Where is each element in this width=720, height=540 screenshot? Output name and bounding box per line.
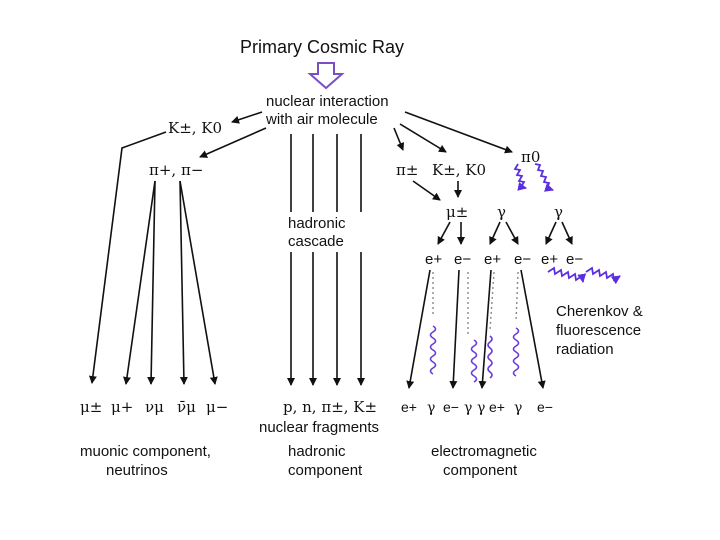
arrow-pion-to-muon [412, 180, 441, 201]
arrow-eplus2-down [478, 269, 492, 389]
bottom-em-eplus-1: e+ [401, 399, 417, 415]
arrow-eminus2-down [520, 269, 546, 389]
bottom-muon-pm: μ± [80, 398, 102, 416]
label-kaons-mid: K±, K0 [432, 161, 486, 179]
bottom-em-eminus-1: e− [443, 399, 459, 415]
dotted-eminus2 [515, 271, 519, 323]
bottom-muon-plus: μ+ [111, 398, 133, 416]
wave-em-2 [470, 339, 478, 383]
arrow-eminus1-down [449, 269, 460, 389]
cherenkov-line-3: radiation [556, 341, 614, 358]
arrow-pion-to-muon-minus [179, 180, 218, 385]
wave-em-4 [512, 327, 520, 377]
interaction-line-2: with air molecule [265, 111, 378, 128]
arrow-pion-to-neutrino [147, 180, 156, 385]
primary-arrow-icon [307, 62, 345, 90]
label-eplus-2: e+ [484, 251, 501, 268]
wave-cherenkov-1 [547, 266, 587, 283]
hadronic-component-line-1: hadronic [288, 443, 346, 460]
bottom-hadrons: p, n, π±, K± [283, 398, 377, 416]
wave-pion0-to-gamma-left [513, 163, 527, 191]
wave-em-1 [429, 325, 437, 375]
bottom-em-gamma-4: γ [514, 400, 522, 416]
bottom-muon-minus: μ− [206, 398, 228, 416]
arrow-pion-to-antineutrino [179, 180, 188, 385]
arrow-gamma2-to-eplus [545, 221, 557, 245]
arrow-kaon-to-muon [88, 131, 167, 384]
hadronic-component-line-0: nuclear fragments [259, 419, 379, 436]
label-gamma-right: γ [554, 203, 563, 221]
wave-cherenkov-2 [585, 266, 621, 285]
label-kaons-left: K±, K0 [168, 119, 222, 137]
label-pion-neutral: π0 [521, 148, 540, 166]
em-component-line-2: component [443, 462, 518, 479]
label-eplus-3: e+ [541, 251, 558, 268]
arrow-pion-to-muon-plus [123, 180, 156, 385]
cherenkov-line-2: fluorescence [556, 322, 641, 339]
arrow-gamma-to-eplus [489, 221, 501, 245]
muonic-component-line-1: muonic component, [80, 443, 211, 460]
hadronic-cascade-line-1: hadronic [288, 215, 346, 232]
label-muon-mid: μ± [446, 203, 468, 221]
bottom-em-eplus-2: e+ [489, 399, 505, 415]
interaction-line-1: nuclear interaction [266, 93, 389, 110]
wave-pion0-to-gamma-right [534, 163, 554, 192]
label-pion-charged: π± [396, 161, 418, 179]
arrow-to-pion-charged [393, 127, 405, 151]
wave-em-3 [487, 335, 493, 379]
arrow-to-kaons-left [231, 111, 263, 124]
hadronic-cascade-line-2: cascade [288, 233, 344, 250]
label-eminus-3: e− [566, 251, 583, 268]
bottom-em-gamma-1: γ [427, 400, 435, 416]
arrow-to-kaons-mid [399, 123, 447, 153]
bottom-nu-mu: νμ [145, 398, 164, 416]
arrow-muon-to-eplus [437, 221, 451, 245]
arrow-to-pion-neutral [404, 111, 513, 154]
label-pions-left: π+, π− [149, 161, 203, 179]
bottom-em-gamma-2: γ [464, 400, 472, 416]
arrow-to-pions-left [199, 127, 267, 158]
arrow-eplus1-down [406, 269, 431, 389]
bottom-em-gamma-3: γ [477, 400, 485, 416]
label-gamma-left: γ [497, 203, 506, 221]
em-component-line-1: electromagnetic [431, 443, 537, 460]
diagram-title: Primary Cosmic Ray [240, 37, 404, 57]
label-eminus-2: e− [514, 251, 531, 268]
bottom-em-eminus-2: e− [537, 399, 553, 415]
arrow-gamma-to-eminus [505, 221, 519, 245]
muonic-component-line-2: neutrinos [106, 462, 168, 479]
bottom-nubar-mu: ν̄μ [177, 398, 196, 416]
arrow-gamma2-to-eminus [561, 221, 573, 245]
hadronic-component-line-2: component [288, 462, 363, 479]
cherenkov-line-1: Cherenkov & [556, 303, 643, 320]
label-eminus-1: e− [454, 251, 471, 268]
label-eplus-1: e+ [425, 251, 442, 268]
